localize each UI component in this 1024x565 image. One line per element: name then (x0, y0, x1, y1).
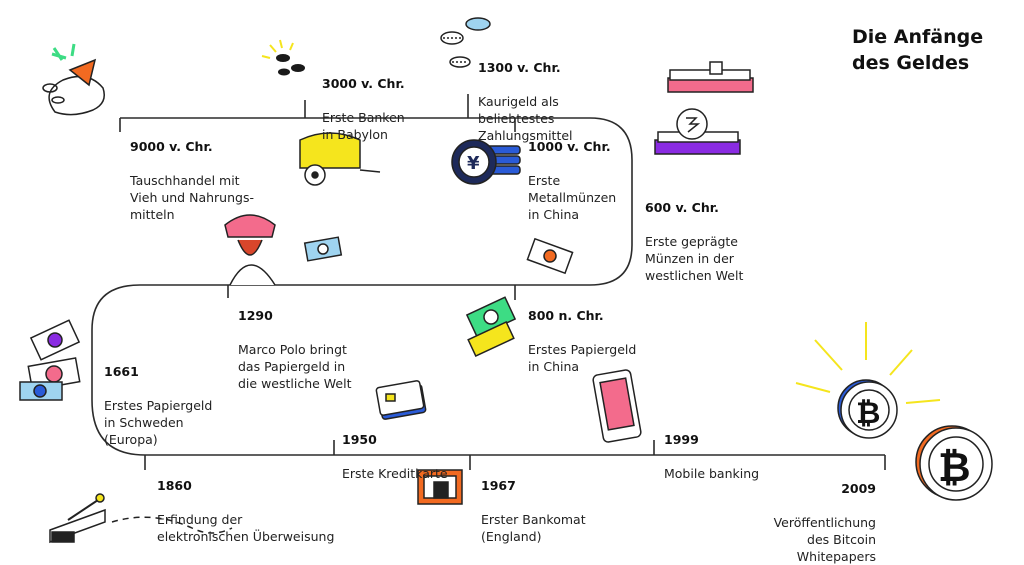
event-3000-bc: 3000 v. Chr. Erste Banken in Babylon (322, 58, 405, 143)
event-1000-bc: 1000 v. Chr. Erste Metallmünzen in China (528, 121, 616, 223)
marco-polo-icon (224, 214, 343, 286)
event-year: 3000 v. Chr. (322, 76, 405, 91)
food-icon (42, 43, 105, 116)
event-year: 1290 (238, 308, 273, 323)
event-text: Erstes Papiergeld in Schweden (Europa) (104, 398, 213, 447)
event-year: 800 n. Chr. (528, 308, 604, 323)
credit-card-icon (375, 380, 427, 420)
event-9000-bc: 9000 v. Chr. Tauschhandel mit Vieh und N… (130, 121, 254, 223)
cart-icon (299, 132, 381, 186)
coin-press-icon (654, 61, 754, 155)
event-1290: 1290 Marco Polo bringt das Papiergeld in… (238, 290, 352, 392)
krona-notes-icon (19, 319, 81, 401)
event-year: 600 v. Chr. (645, 200, 719, 215)
event-text: Veröffentlichung des Bitcoin Whitepapers (773, 515, 876, 564)
event-2009: 2009 Veröffentlichung des Bitcoin Whitep… (740, 463, 876, 565)
coins-icon (261, 39, 305, 76)
event-1860: 1860 Erfindung der elektronischen Überwe… (157, 460, 334, 545)
svg-text:¥: ¥ (467, 153, 480, 174)
event-1300-bc: 1300 v. Chr. Kaurigeld als beliebtestes … (478, 42, 573, 144)
svg-text:₿: ₿ (938, 445, 971, 491)
event-600-bc: 600 v. Chr. Erste geprägte Münzen in der… (645, 182, 743, 284)
timeline-path (91, 117, 885, 456)
event-1999: 1999 Mobile banking (664, 414, 759, 482)
banknote-icon (465, 237, 574, 358)
event-text: Tauschhandel mit Vieh und Nahrungs- mitt… (130, 173, 254, 222)
event-text: Erste Metallmünzen in China (528, 173, 617, 222)
event-year: 1860 (157, 478, 192, 493)
event-year: 2009 (841, 481, 876, 496)
event-1967: 1967 Erster Bankomat (England) (481, 460, 586, 545)
bitcoin-icon: ₿ ₿ (795, 322, 993, 501)
event-year: 1661 (104, 364, 139, 379)
event-text: Marco Polo bringt das Papiergeld in die … (238, 342, 352, 391)
event-text: Erste Kreditkarte (342, 466, 448, 481)
page-title: Die Anfänge des Geldes (852, 26, 984, 74)
event-text: Erste Banken in Babylon (322, 110, 405, 142)
smartphone-icon (592, 369, 642, 443)
event-1661: 1661 Erstes Papiergeld in Schweden (Euro… (104, 346, 212, 448)
event-800-ad: 800 n. Chr. Erstes Papiergeld in China (528, 290, 636, 375)
event-year: 1000 v. Chr. (528, 139, 611, 154)
event-text: Erstes Papiergeld in China (528, 342, 637, 374)
event-text: Kaurigeld als beliebtestes Zahlungsmitte… (478, 94, 573, 143)
event-text: Erster Bankomat (England) (481, 512, 586, 544)
cowrie-shell-icon (440, 17, 491, 68)
event-year: 1999 (664, 432, 699, 447)
telegraph-icon (49, 493, 233, 544)
event-text: Mobile banking (664, 466, 760, 481)
atm-icon (417, 469, 463, 505)
timeline-ticks (119, 94, 886, 470)
event-year: 1950 (342, 432, 377, 447)
event-year: 1300 v. Chr. (478, 60, 561, 75)
yen-coin-icon: ¥ (451, 139, 521, 185)
event-1950: 1950 Erste Kreditkarte (342, 414, 448, 482)
event-year: 1967 (481, 478, 516, 493)
event-text: Erste geprägte Münzen in der westlichen … (645, 234, 744, 283)
event-year: 9000 v. Chr. (130, 139, 213, 154)
svg-text:₿: ₿ (856, 396, 880, 431)
event-text: Erfindung der elektronischen Überweisung (157, 512, 335, 544)
